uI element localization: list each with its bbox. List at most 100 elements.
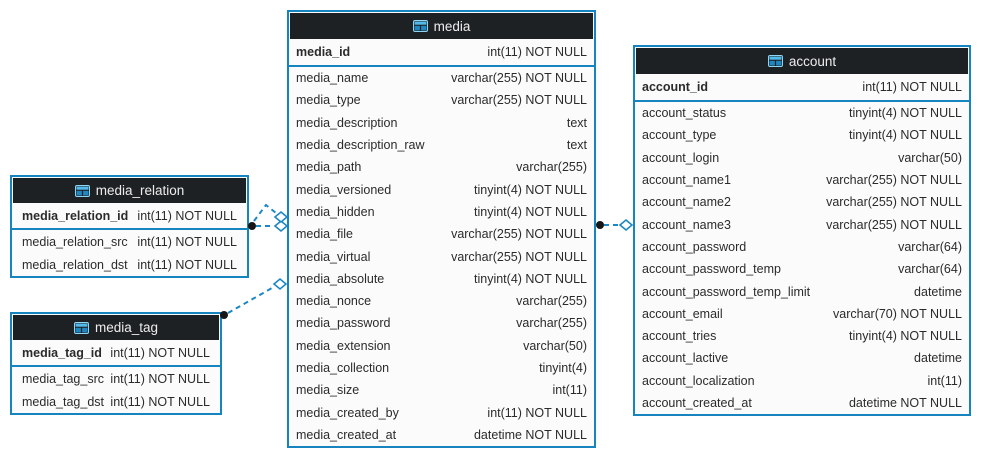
field-list: media_relation_src int(11) NOT NULL medi… xyxy=(12,228,247,276)
table-account[interactable]: account account_id int(11) NOT NULL acco… xyxy=(633,45,971,417)
table-row[interactable]: media_relation_src int(11) NOT NULL xyxy=(12,230,247,253)
field-type: int(11) xyxy=(552,383,587,398)
field-name: media_type xyxy=(296,93,361,108)
open-diamond-icon xyxy=(272,277,288,291)
table-row[interactable]: account_password varchar(64) xyxy=(635,236,969,258)
field-name: media_password xyxy=(296,316,391,331)
table-row[interactable]: media_size int(11) xyxy=(289,379,594,401)
primary-key-row[interactable]: media_tag_id int(11) NOT NULL xyxy=(12,340,220,365)
table-row[interactable]: media_collection tinyint(4) xyxy=(289,357,594,379)
field-list: account_status tinyint(4) NOT NULL accou… xyxy=(635,100,969,414)
open-diamond-icon xyxy=(618,218,634,232)
table-row[interactable]: account_name1 varchar(255) NOT NULL xyxy=(635,169,969,191)
table-row[interactable]: media_description text xyxy=(289,112,594,134)
table-icon xyxy=(412,20,428,32)
field-type: int(11) NOT NULL xyxy=(137,257,237,272)
field-type: varchar(64) xyxy=(898,239,962,254)
field-type: tinyint(4) NOT NULL xyxy=(474,271,587,286)
table-row[interactable]: account_password_temp_limit datetime xyxy=(635,280,969,302)
primary-key-row[interactable]: media_relation_id int(11) NOT NULL xyxy=(12,203,247,228)
table-row[interactable]: media_extension varchar(50) xyxy=(289,335,594,357)
field-type: int(11) NOT NULL xyxy=(137,208,237,223)
table-row[interactable]: account_created_at datetime NOT NULL xyxy=(635,392,969,414)
field-name: account_name3 xyxy=(642,217,731,232)
table-row[interactable]: media_versioned tinyint(4) NOT NULL xyxy=(289,178,594,200)
table-row[interactable]: media_hidden tinyint(4) NOT NULL xyxy=(289,201,594,223)
table-header[interactable]: account xyxy=(636,48,968,74)
relation-media-to-account[interactable] xyxy=(596,218,634,232)
table-name: media xyxy=(433,18,471,34)
field-type: varchar(255) NOT NULL xyxy=(451,249,587,264)
table-row[interactable]: account_localization int(11) xyxy=(635,370,969,392)
table-row[interactable]: media_tag_src int(11) NOT NULL xyxy=(12,367,220,390)
field-type: tinyint(4) NOT NULL xyxy=(849,106,962,121)
field-name: account_tries xyxy=(642,329,717,344)
connector-dot xyxy=(248,222,256,230)
table-row[interactable]: account_password_temp varchar(64) xyxy=(635,258,969,280)
field-type: int(11) xyxy=(927,373,962,388)
field-type: tinyint(4) xyxy=(539,361,587,375)
field-name: media_size xyxy=(296,383,360,398)
field-type: varchar(255) NOT NULL xyxy=(826,195,962,210)
field-type: text xyxy=(566,138,587,153)
table-row[interactable]: media_virtual varchar(255) NOT NULL xyxy=(289,245,594,267)
open-diamond-icon xyxy=(273,210,289,224)
table-row[interactable]: account_name2 varchar(255) NOT NULL xyxy=(635,191,969,213)
connector-dot xyxy=(596,221,604,229)
table-row[interactable]: account_type tinyint(4) NOT NULL xyxy=(635,124,969,146)
table-media-tag[interactable]: media_tag media_tag_id int(11) NOT NULL … xyxy=(10,312,222,415)
field-type: int(11) NOT NULL xyxy=(110,345,210,360)
field-name: media_relation_id xyxy=(22,208,129,223)
table-row[interactable]: account_email varchar(70) NOT NULL xyxy=(635,303,969,325)
field-list: media_tag_src int(11) NOT NULL media_tag… xyxy=(12,365,220,413)
field-name: account_password_temp_limit xyxy=(642,284,811,299)
table-name: account xyxy=(788,53,837,69)
table-row[interactable]: media_file varchar(255) NOT NULL xyxy=(289,223,594,245)
table-row[interactable]: media_password varchar(255) xyxy=(289,312,594,334)
table-header[interactable]: media xyxy=(290,13,593,39)
primary-key-row[interactable]: account_id int(11) NOT NULL xyxy=(635,74,969,100)
field-type: varchar(255) NOT NULL xyxy=(451,71,587,86)
field-type: datetime xyxy=(914,351,962,366)
relation-media_relation-to-media[interactable] xyxy=(248,203,289,233)
table-header[interactable]: media_tag xyxy=(13,315,219,340)
table-row[interactable]: media_relation_dst int(11) NOT NULL xyxy=(12,253,247,276)
table-row[interactable]: media_description_raw text xyxy=(289,134,594,156)
field-name: account_created_at xyxy=(642,396,752,410)
table-row[interactable]: media_tag_dst int(11) NOT NULL xyxy=(12,390,220,413)
table-row[interactable]: media_name varchar(255) NOT NULL xyxy=(289,67,594,89)
table-row[interactable]: account_lactive datetime xyxy=(635,347,969,369)
table-row[interactable]: media_created_at datetime NOT NULL xyxy=(289,424,594,446)
table-media[interactable]: media media_id int(11) NOT NULL media_na… xyxy=(287,10,596,449)
field-name: media_path xyxy=(296,160,362,175)
relation-media_tag-to-media[interactable] xyxy=(220,277,288,319)
table-icon xyxy=(767,55,783,67)
primary-key-row[interactable]: media_id int(11) NOT NULL xyxy=(289,39,594,65)
field-name: media_id xyxy=(296,45,351,59)
field-name: media_created_at xyxy=(296,427,397,442)
table-row[interactable]: account_tries tinyint(4) NOT NULL xyxy=(635,325,969,347)
field-name: account_status xyxy=(642,106,727,121)
field-name: media_versioned xyxy=(296,182,392,197)
table-row[interactable]: account_login varchar(50) xyxy=(635,147,969,169)
table-icon xyxy=(73,321,89,334)
table-row[interactable]: media_path varchar(255) xyxy=(289,156,594,178)
table-header[interactable]: media_relation xyxy=(13,178,246,203)
field-type: int(11) NOT NULL xyxy=(110,394,210,409)
field-type: varchar(255) xyxy=(516,294,587,309)
field-name: media_description xyxy=(296,115,398,130)
field-type: varchar(255) NOT NULL xyxy=(826,173,962,188)
table-row[interactable]: media_created_by int(11) NOT NULL xyxy=(289,401,594,423)
field-name: account_localization xyxy=(642,373,755,388)
table-media-relation[interactable]: media_relation media_relation_id int(11)… xyxy=(10,175,249,278)
field-type: int(11) NOT NULL xyxy=(862,80,962,94)
field-type: varchar(255) xyxy=(516,316,587,331)
field-name: account_login xyxy=(642,150,720,165)
table-row[interactable]: media_nonce varchar(255) xyxy=(289,290,594,312)
table-row[interactable]: media_type varchar(255) NOT NULL xyxy=(289,89,594,111)
table-row[interactable]: account_status tinyint(4) NOT NULL xyxy=(635,102,969,124)
field-type: datetime NOT NULL xyxy=(473,427,587,442)
table-row[interactable]: media_absolute tinyint(4) NOT NULL xyxy=(289,268,594,290)
table-row[interactable]: account_name3 varchar(255) NOT NULL xyxy=(635,213,969,235)
table-name: media_relation xyxy=(95,183,185,198)
